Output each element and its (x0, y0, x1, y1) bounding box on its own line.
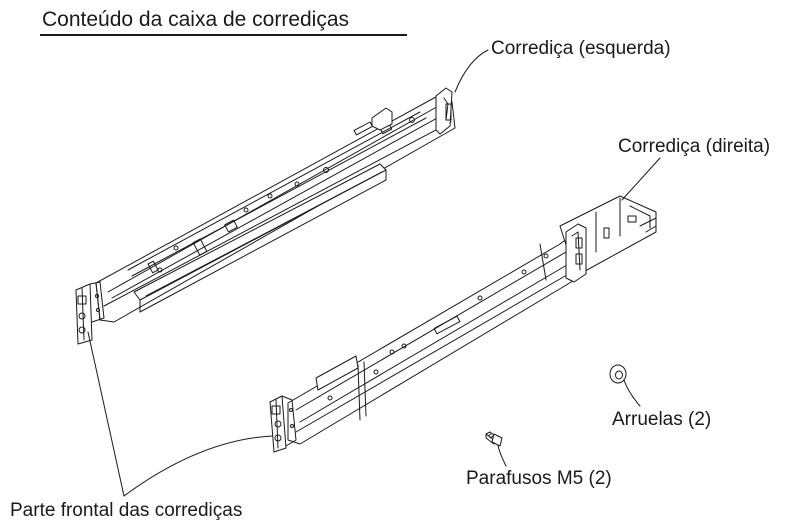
label-washers: Arruelas (2) (612, 409, 712, 430)
slide-right (269, 195, 657, 453)
slide-left (75, 87, 456, 345)
label-front: Parte frontal das corrediças (10, 500, 243, 521)
label-slide-right: Corrediça (direita) (618, 136, 771, 157)
screw-icon (485, 431, 503, 447)
title-underline (40, 34, 407, 36)
label-screws: Parafusos M5 (2) (466, 468, 612, 489)
leader-lines (87, 49, 661, 497)
label-slide-left: Corrediça (esquerda) (491, 38, 671, 59)
page-title: Conteúdo da caixa de corrediças (42, 8, 350, 31)
washer-icon (609, 364, 627, 384)
